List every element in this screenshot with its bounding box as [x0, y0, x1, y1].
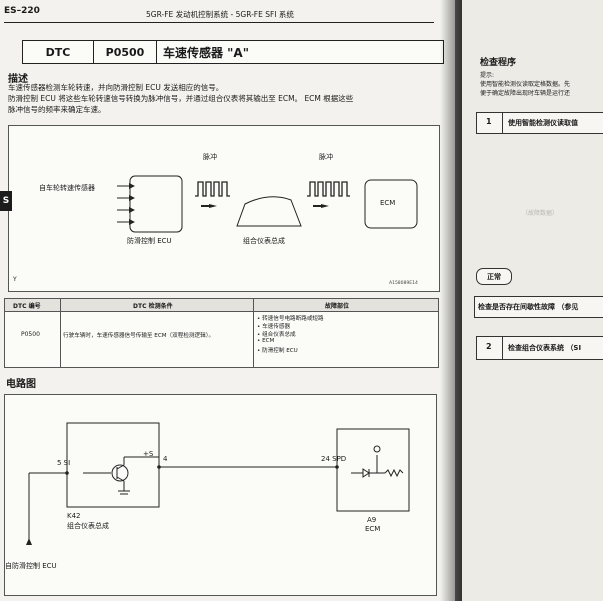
intermittent-box	[474, 296, 603, 318]
a9-name: ECM	[365, 525, 381, 533]
circuit-diagram-svg	[26, 422, 410, 545]
sensor-label: 自车轮转速传感器	[39, 184, 95, 192]
circuit-heading: 电路图	[6, 379, 36, 390]
section-tab: S	[0, 191, 12, 211]
step-1-number: 1	[486, 117, 492, 126]
faded-text: （故障数据）	[522, 210, 559, 217]
right-page: 检查程序 提示: 使用智能检测仪读取定格数据。先 便于确定故障出现时车辆是运行还…	[462, 0, 603, 601]
block-diagram: 自车轮转速传感器 脉冲 脉冲 防滑控制 ECU 组合仪表总成 ECM Y A15…	[8, 125, 440, 292]
dtc-code: P0500	[94, 41, 157, 63]
description-heading: 描述	[8, 74, 28, 85]
table-cell-area-1: • 转速信号电路断路或短路	[257, 316, 324, 322]
pin-si: 5 SI	[57, 459, 71, 467]
table-cell-area-2: • 车速传感器	[257, 324, 291, 330]
intermittent-text: 检查是否存在间歇性故障 （参见	[478, 303, 579, 311]
ecm-box	[364, 179, 418, 229]
dtc-label: DTC	[23, 41, 94, 63]
header-rule	[4, 22, 434, 23]
a9-label: A9	[367, 516, 377, 524]
circuit-diagram: 5 SI +S 4 24 SPD K42 组合仪表总成 A9 ECM 自防滑控制…	[4, 394, 437, 596]
block-diagram-svg	[117, 175, 418, 233]
description-line-3: 脉冲信号的频率来确定车速。	[8, 105, 106, 114]
table-cell-condition: 行驶车辆时，车速传感器信号传输至 ECM（双程检测逻辑）。	[63, 333, 215, 339]
pin-plus-s: +S	[143, 450, 154, 458]
meter-shape	[236, 196, 302, 227]
step-2-text: 检查组合仪表系统 （SI	[508, 344, 582, 352]
figure-id: A158089E14	[389, 281, 418, 286]
description-line-1: 车速传感器检测车轮转速，并向防滑控制 ECU 发送相应的信号。	[8, 83, 224, 92]
pulse-label-1: 脉冲	[203, 153, 217, 161]
running-header: 5GR-FE 发动机控制系统 - 5GR-FE SFI 系统	[146, 10, 294, 19]
ok-badge: 正常	[476, 268, 512, 285]
table-header-area: 故障部位	[325, 303, 350, 310]
table-cell-area-4: • ECM	[257, 338, 275, 344]
step-1-text: 使用智能检测仪读取值	[508, 119, 578, 127]
procedure-heading: 检查程序	[480, 58, 517, 68]
dtc-table: DTC 编号 DTC 检测条件 故障部位 P0500 行驶车辆时，车速传感器信号…	[4, 298, 439, 368]
k42-label: K42	[67, 512, 81, 520]
pulse-label-2: 脉冲	[319, 153, 333, 161]
from-abs-arrow	[26, 538, 32, 545]
step-1-box	[476, 112, 603, 134]
table-cell-code: P0500	[21, 331, 40, 338]
dtc-title: 车速传感器 "A"	[163, 45, 249, 60]
k42-name: 组合仪表总成	[67, 522, 109, 530]
corner-mark: Y	[13, 276, 17, 283]
table-cell-area-3: • 组合仪表总成	[257, 332, 296, 338]
table-header-code: DTC 编号	[13, 303, 41, 310]
hint-label: 提示:	[480, 72, 495, 79]
step-2-box	[476, 336, 603, 360]
hint-line-1: 使用智能检测仪读取定格数据。先	[480, 81, 571, 88]
ecm-label: ECM	[380, 199, 396, 207]
k42-box	[66, 422, 160, 508]
description-line-2: 防滑控制 ECU 将这些车轮转速信号转换为脉冲信号，并通过组合仪表将其输出至 E…	[8, 94, 354, 103]
page-number: ES–220	[4, 6, 40, 16]
step-2-number: 2	[486, 342, 492, 351]
abs-ecu-box	[129, 175, 183, 233]
from-abs-label: 自防滑控制 ECU	[5, 562, 57, 570]
table-header-condition: DTC 检测条件	[133, 303, 173, 310]
left-page: ES–220 5GR-FE 发动机控制系统 - 5GR-FE SFI 系统 DT…	[0, 0, 455, 601]
abs-ecu-label: 防滑控制 ECU	[127, 237, 172, 245]
dtc-title-bar: DTC P0500 车速传感器 "A"	[22, 40, 444, 64]
table-cell-area-5: • 防滑控制 ECU	[257, 348, 298, 354]
book-gutter	[440, 0, 462, 601]
pin-4: 4	[163, 455, 168, 463]
hint-line-2: 便于确定故障出现时车辆是运行还	[480, 90, 571, 97]
table-header-row	[5, 299, 438, 312]
pin-spd: 24 SPD	[321, 455, 347, 463]
meter-label: 组合仪表总成	[243, 237, 285, 245]
ecm-a9-box	[336, 428, 410, 512]
